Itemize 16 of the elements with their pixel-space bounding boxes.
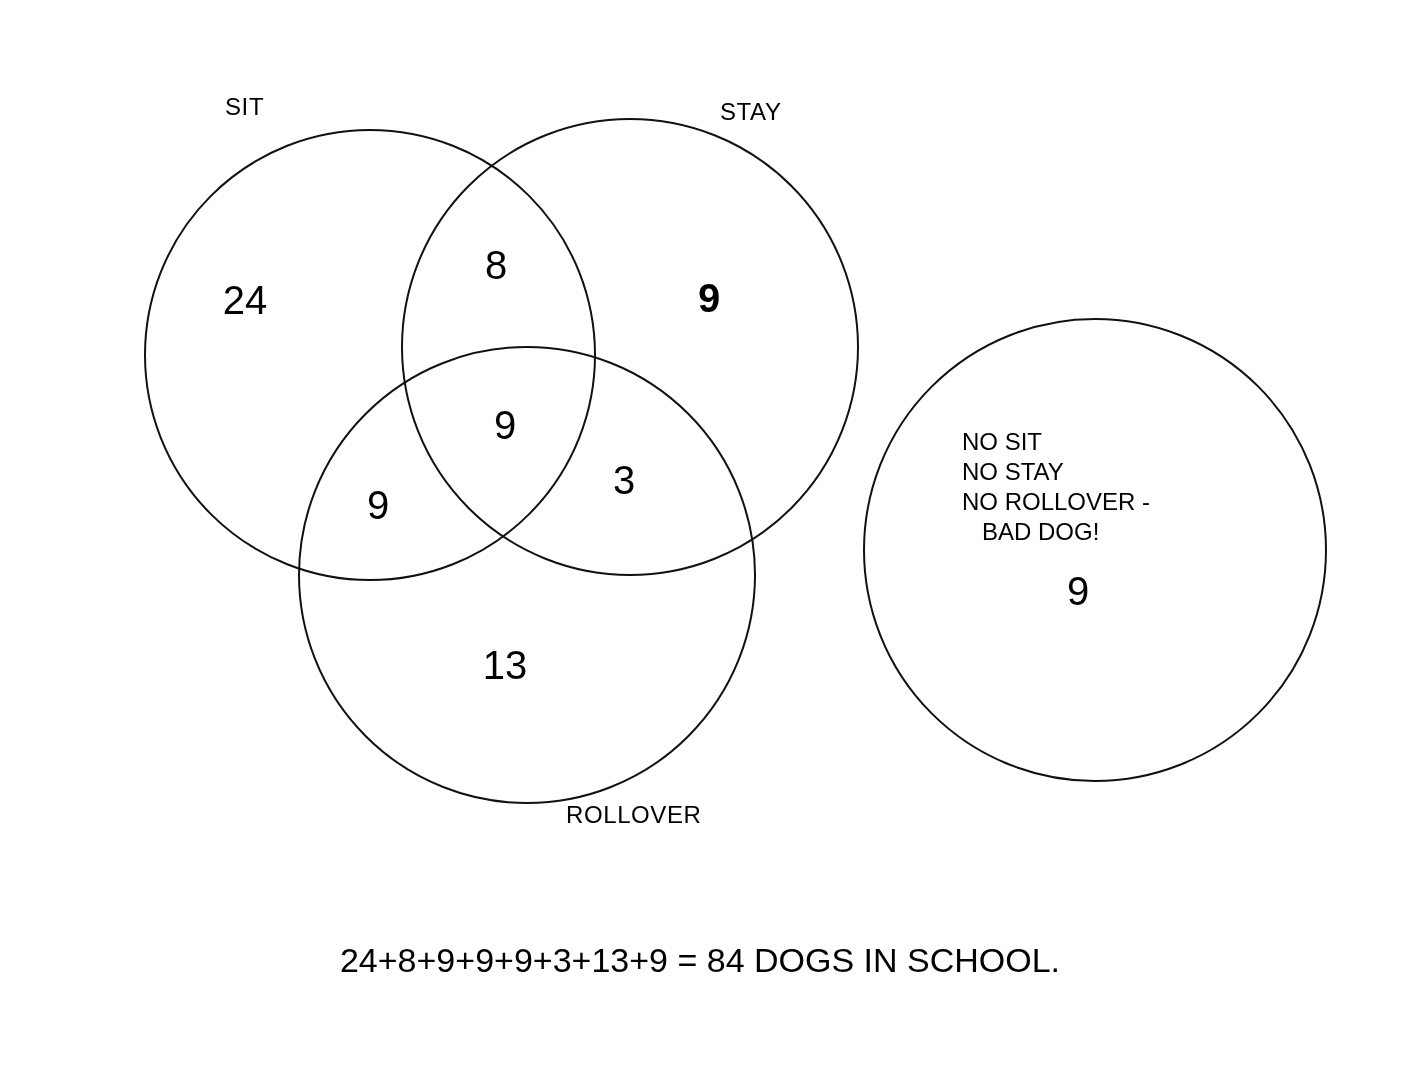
note-text: NO STAY <box>962 457 1064 487</box>
region-count: 9 <box>366 485 390 525</box>
count-number: 9 <box>1067 571 1090 611</box>
region-count: 8 <box>484 245 508 285</box>
set-label: SIT <box>225 95 265 119</box>
set-label: ROLLOVER <box>566 803 702 827</box>
set-label: STAY <box>720 100 782 124</box>
region-count: 3 <box>612 460 636 500</box>
note-text: BAD DOG! <box>982 517 1100 547</box>
region-count: 24 <box>222 280 268 320</box>
note-text: NO ROLLOVER - <box>962 487 1151 517</box>
region-count: 13 <box>482 645 528 685</box>
sum-equation: 24+8+9+9+9+3+13+9 = 84 DOGS IN SCHOOL. <box>339 943 1061 977</box>
region-count: 9 <box>493 405 517 445</box>
region-count: 9 <box>697 278 721 318</box>
note-text: NO SIT <box>962 427 1042 457</box>
